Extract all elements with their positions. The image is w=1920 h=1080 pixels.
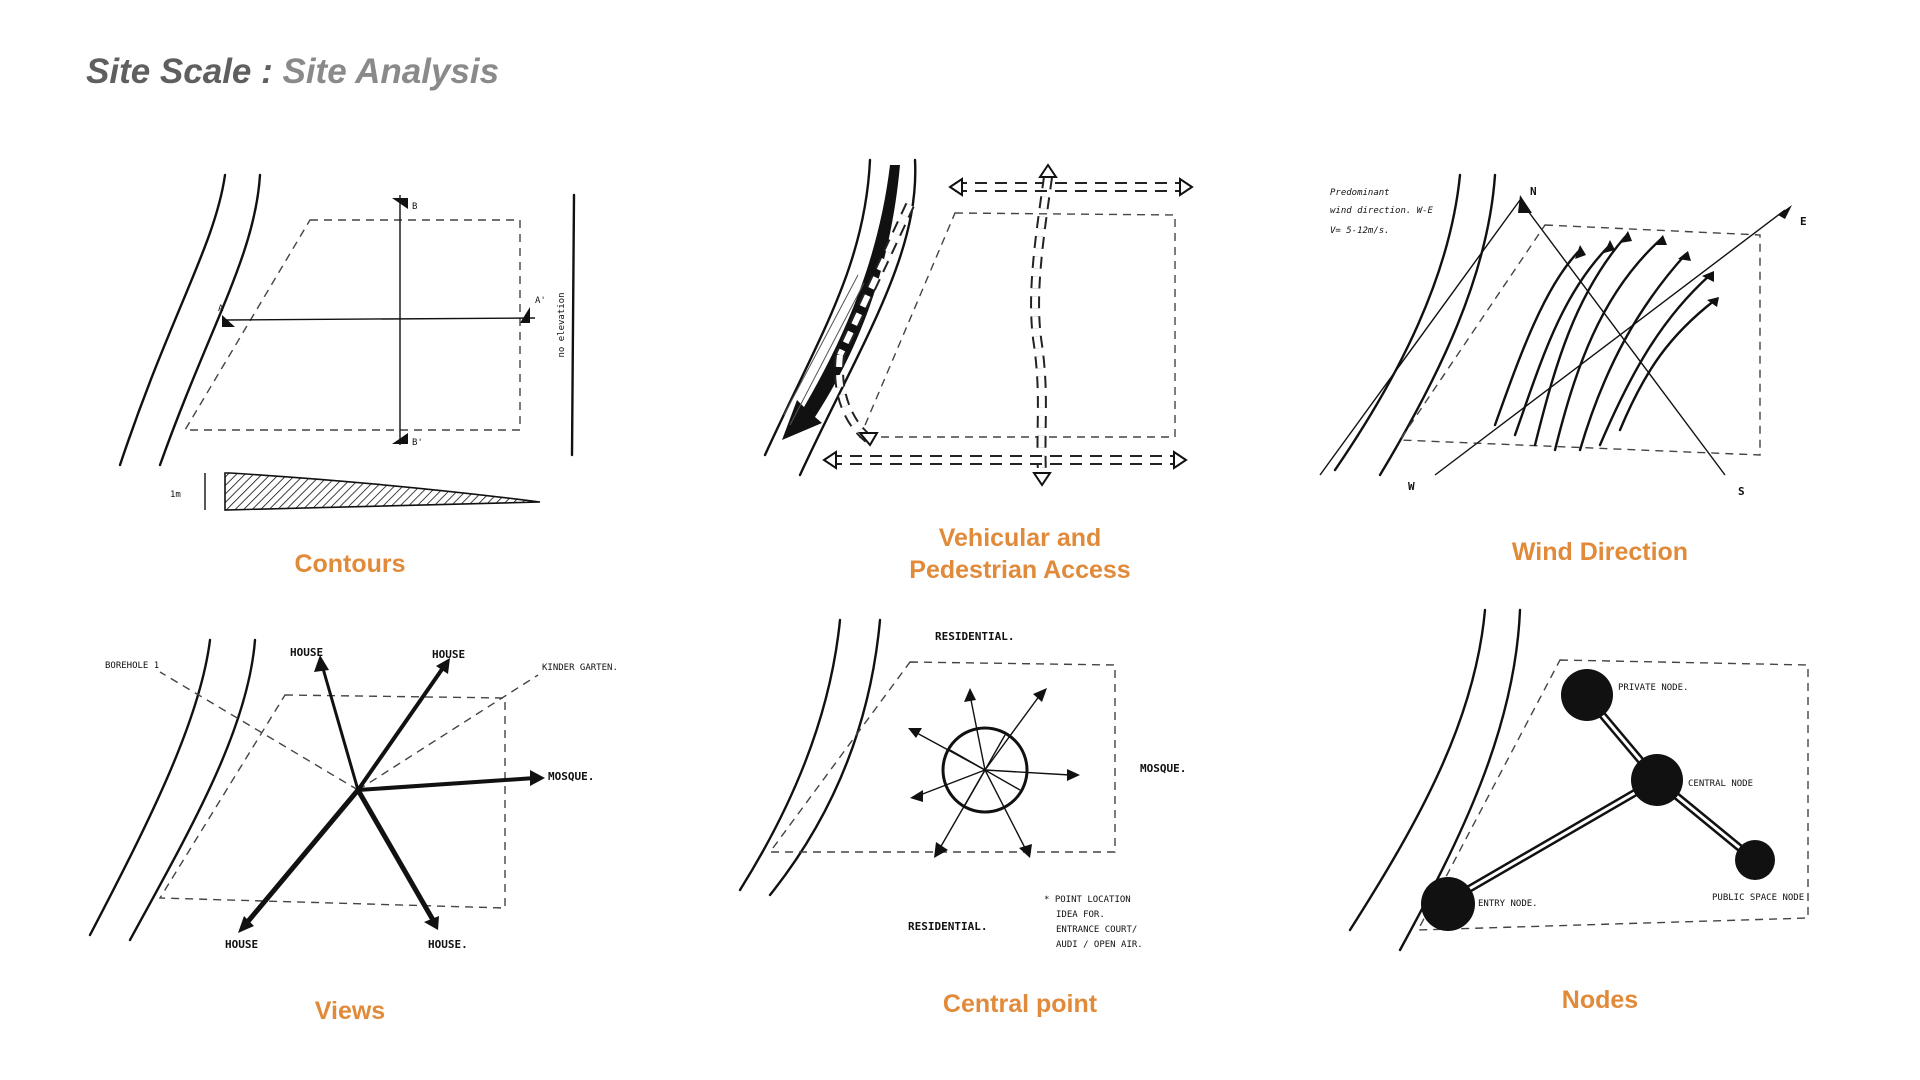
contours-label-elevation: no elevation — [557, 292, 567, 357]
access-sketch — [763, 158, 1194, 487]
views-label-house-bottom-left: HOUSE — [225, 938, 258, 951]
nodes-caption: Nodes — [1561, 986, 1639, 1014]
nodes-sketch: PRIVATE NODE. CENTRAL NODE PUBLIC SPACE … — [1348, 608, 1809, 952]
views-label-kindergarten: KINDER GARTEN. — [542, 663, 618, 673]
access-caption: Vehicular and Pedestrian Access — [740, 522, 1300, 586]
central-point-sketch: RESIDENTIAL. MOSQUE. RESIDENTIAL. * POIN… — [738, 618, 1186, 950]
views-label-borehole: BOREHOLE 1 — [105, 661, 159, 671]
access-caption-line2: Pedestrian Access — [909, 556, 1131, 584]
central-label-mosque: MOSQUE. — [1140, 762, 1186, 775]
views-label-mosque: MOSQUE. — [548, 770, 594, 783]
views-panel: BOREHOLE 1 HOUSE HOUSE KINDER GARTEN. MO… — [70, 620, 630, 960]
central-note-line1: * POINT LOCATION — [1044, 895, 1131, 905]
wind-compass-n: N — [1530, 185, 1537, 198]
wind-panel: Predominant wind direction. W-E V= 5-12m… — [1319, 155, 1880, 498]
access-caption-line1: Vehicular and — [938, 524, 1102, 552]
page-title: Site Scale : Site Analysis — [86, 52, 499, 92]
contours-caption: Contours — [294, 550, 406, 578]
contours-panel: B B' A A' no elevation 1m — [70, 165, 630, 511]
contours-label-b-prime: B' — [412, 438, 423, 448]
page-title-analysis: Site Analysis — [282, 52, 500, 91]
wind-sketch: Predominant wind direction. W-E V= 5-12m… — [1319, 173, 1807, 498]
nodes-label-entry: ENTRY NODE. — [1478, 899, 1538, 909]
wind-caption: Wind Direction — [1511, 538, 1689, 566]
page-title-scale: Site Scale : — [86, 52, 283, 91]
views-label-house-top-right: HOUSE — [432, 648, 465, 661]
access-panel — [740, 155, 1300, 495]
wind-note-line3: V= 5-12m/s. — [1330, 226, 1390, 236]
central-note-line3: ENTRANCE COURT/ — [1056, 925, 1137, 935]
wind-note-line2: wind direction. W-E — [1330, 206, 1434, 216]
contours-label-scale: 1m — [170, 490, 181, 500]
wind-note-line1: Predominant — [1330, 188, 1390, 198]
nodes-label-private: PRIVATE NODE. — [1618, 683, 1688, 693]
central-note-line2: IDEA FOR. — [1056, 910, 1105, 920]
contours-label-a: A — [218, 304, 224, 314]
views-caption: Views — [314, 997, 386, 1025]
central-note-line4: AUDI / OPEN AIR. — [1056, 940, 1143, 950]
views-label-house-top-left: HOUSE — [290, 646, 323, 659]
contours-label-b: B — [412, 202, 417, 212]
central-label-residential-top: RESIDENTIAL. — [935, 630, 1014, 643]
central-point-panel: RESIDENTIAL. MOSQUE. RESIDENTIAL. * POIN… — [738, 618, 1300, 960]
central-point-caption: Central point — [942, 990, 1098, 1018]
views-sketch: BOREHOLE 1 HOUSE HOUSE KINDER GARTEN. MO… — [88, 638, 618, 951]
central-label-residential-bottom: RESIDENTIAL. — [908, 920, 987, 933]
views-label-house-bottom-right: HOUSE. — [428, 938, 468, 951]
nodes-panel: PRIVATE NODE. CENTRAL NODE PUBLIC SPACE … — [1320, 608, 1880, 952]
wind-compass-e: E — [1800, 215, 1807, 228]
contours-sketch: B B' A A' no elevation 1m — [118, 173, 576, 511]
wind-compass-s: S — [1738, 485, 1745, 498]
nodes-label-public: PUBLIC SPACE NODE — [1712, 893, 1804, 903]
contours-label-a-prime: A' — [535, 296, 546, 306]
nodes-label-central: CENTRAL NODE — [1688, 779, 1753, 789]
wind-compass-w: W — [1408, 480, 1415, 493]
